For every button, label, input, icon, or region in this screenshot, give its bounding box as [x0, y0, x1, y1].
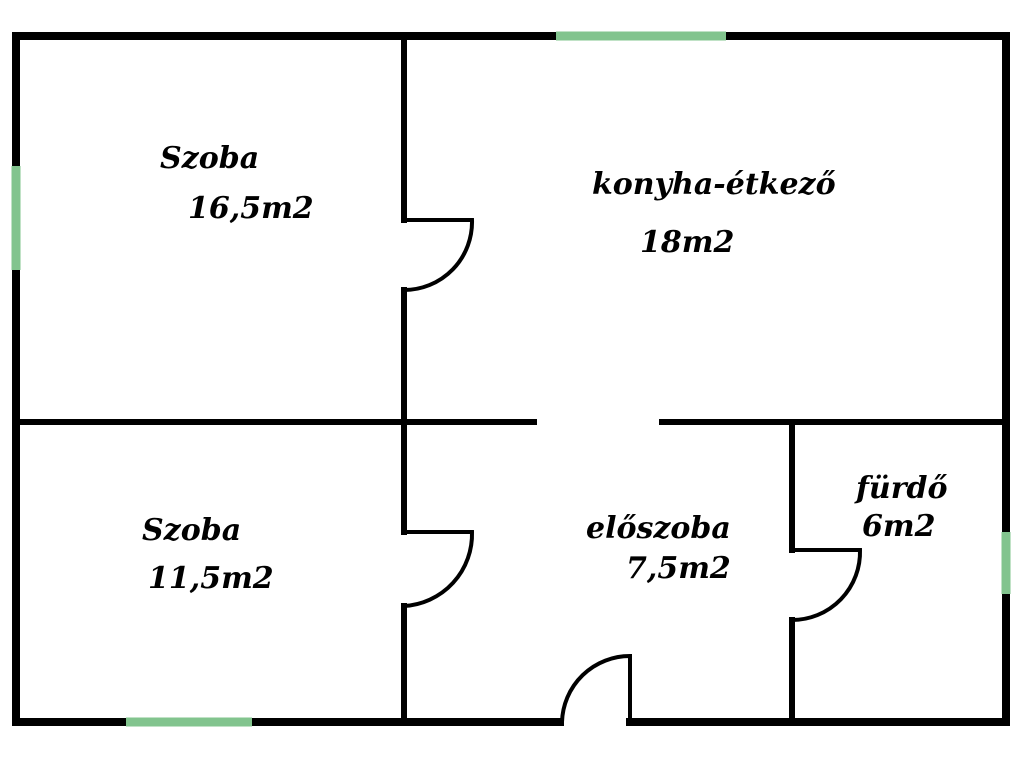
- kitchen-area: 18m2: [640, 225, 734, 260]
- hall-area: 7,5m2: [626, 551, 731, 586]
- outer-walls: [12, 32, 1010, 726]
- kitchen-name: konyha-étkező: [592, 167, 836, 202]
- bathroom-name: fürdő: [854, 471, 948, 506]
- room-top-left-name: Szoba: [160, 141, 259, 176]
- windows: [11, 31, 1011, 727]
- room-bottom-left-name: Szoba: [142, 513, 241, 548]
- door-entrance: [560, 653, 632, 723]
- doors: [403, 218, 863, 723]
- door-top-left-room: [403, 218, 475, 292]
- room-labels: Szoba 16,5m2 konyha-étkező 18m2 Szoba 11…: [142, 141, 948, 596]
- interior-walls: [13, 33, 1009, 725]
- door-bottom-left-room: [403, 530, 475, 608]
- door-bathroom: [791, 548, 863, 622]
- hall-name: előszoba: [586, 511, 731, 546]
- bathroom-area: 6m2: [862, 509, 936, 544]
- room-top-left-area: 16,5m2: [188, 191, 314, 226]
- room-bottom-left-area: 11,5m2: [148, 561, 274, 596]
